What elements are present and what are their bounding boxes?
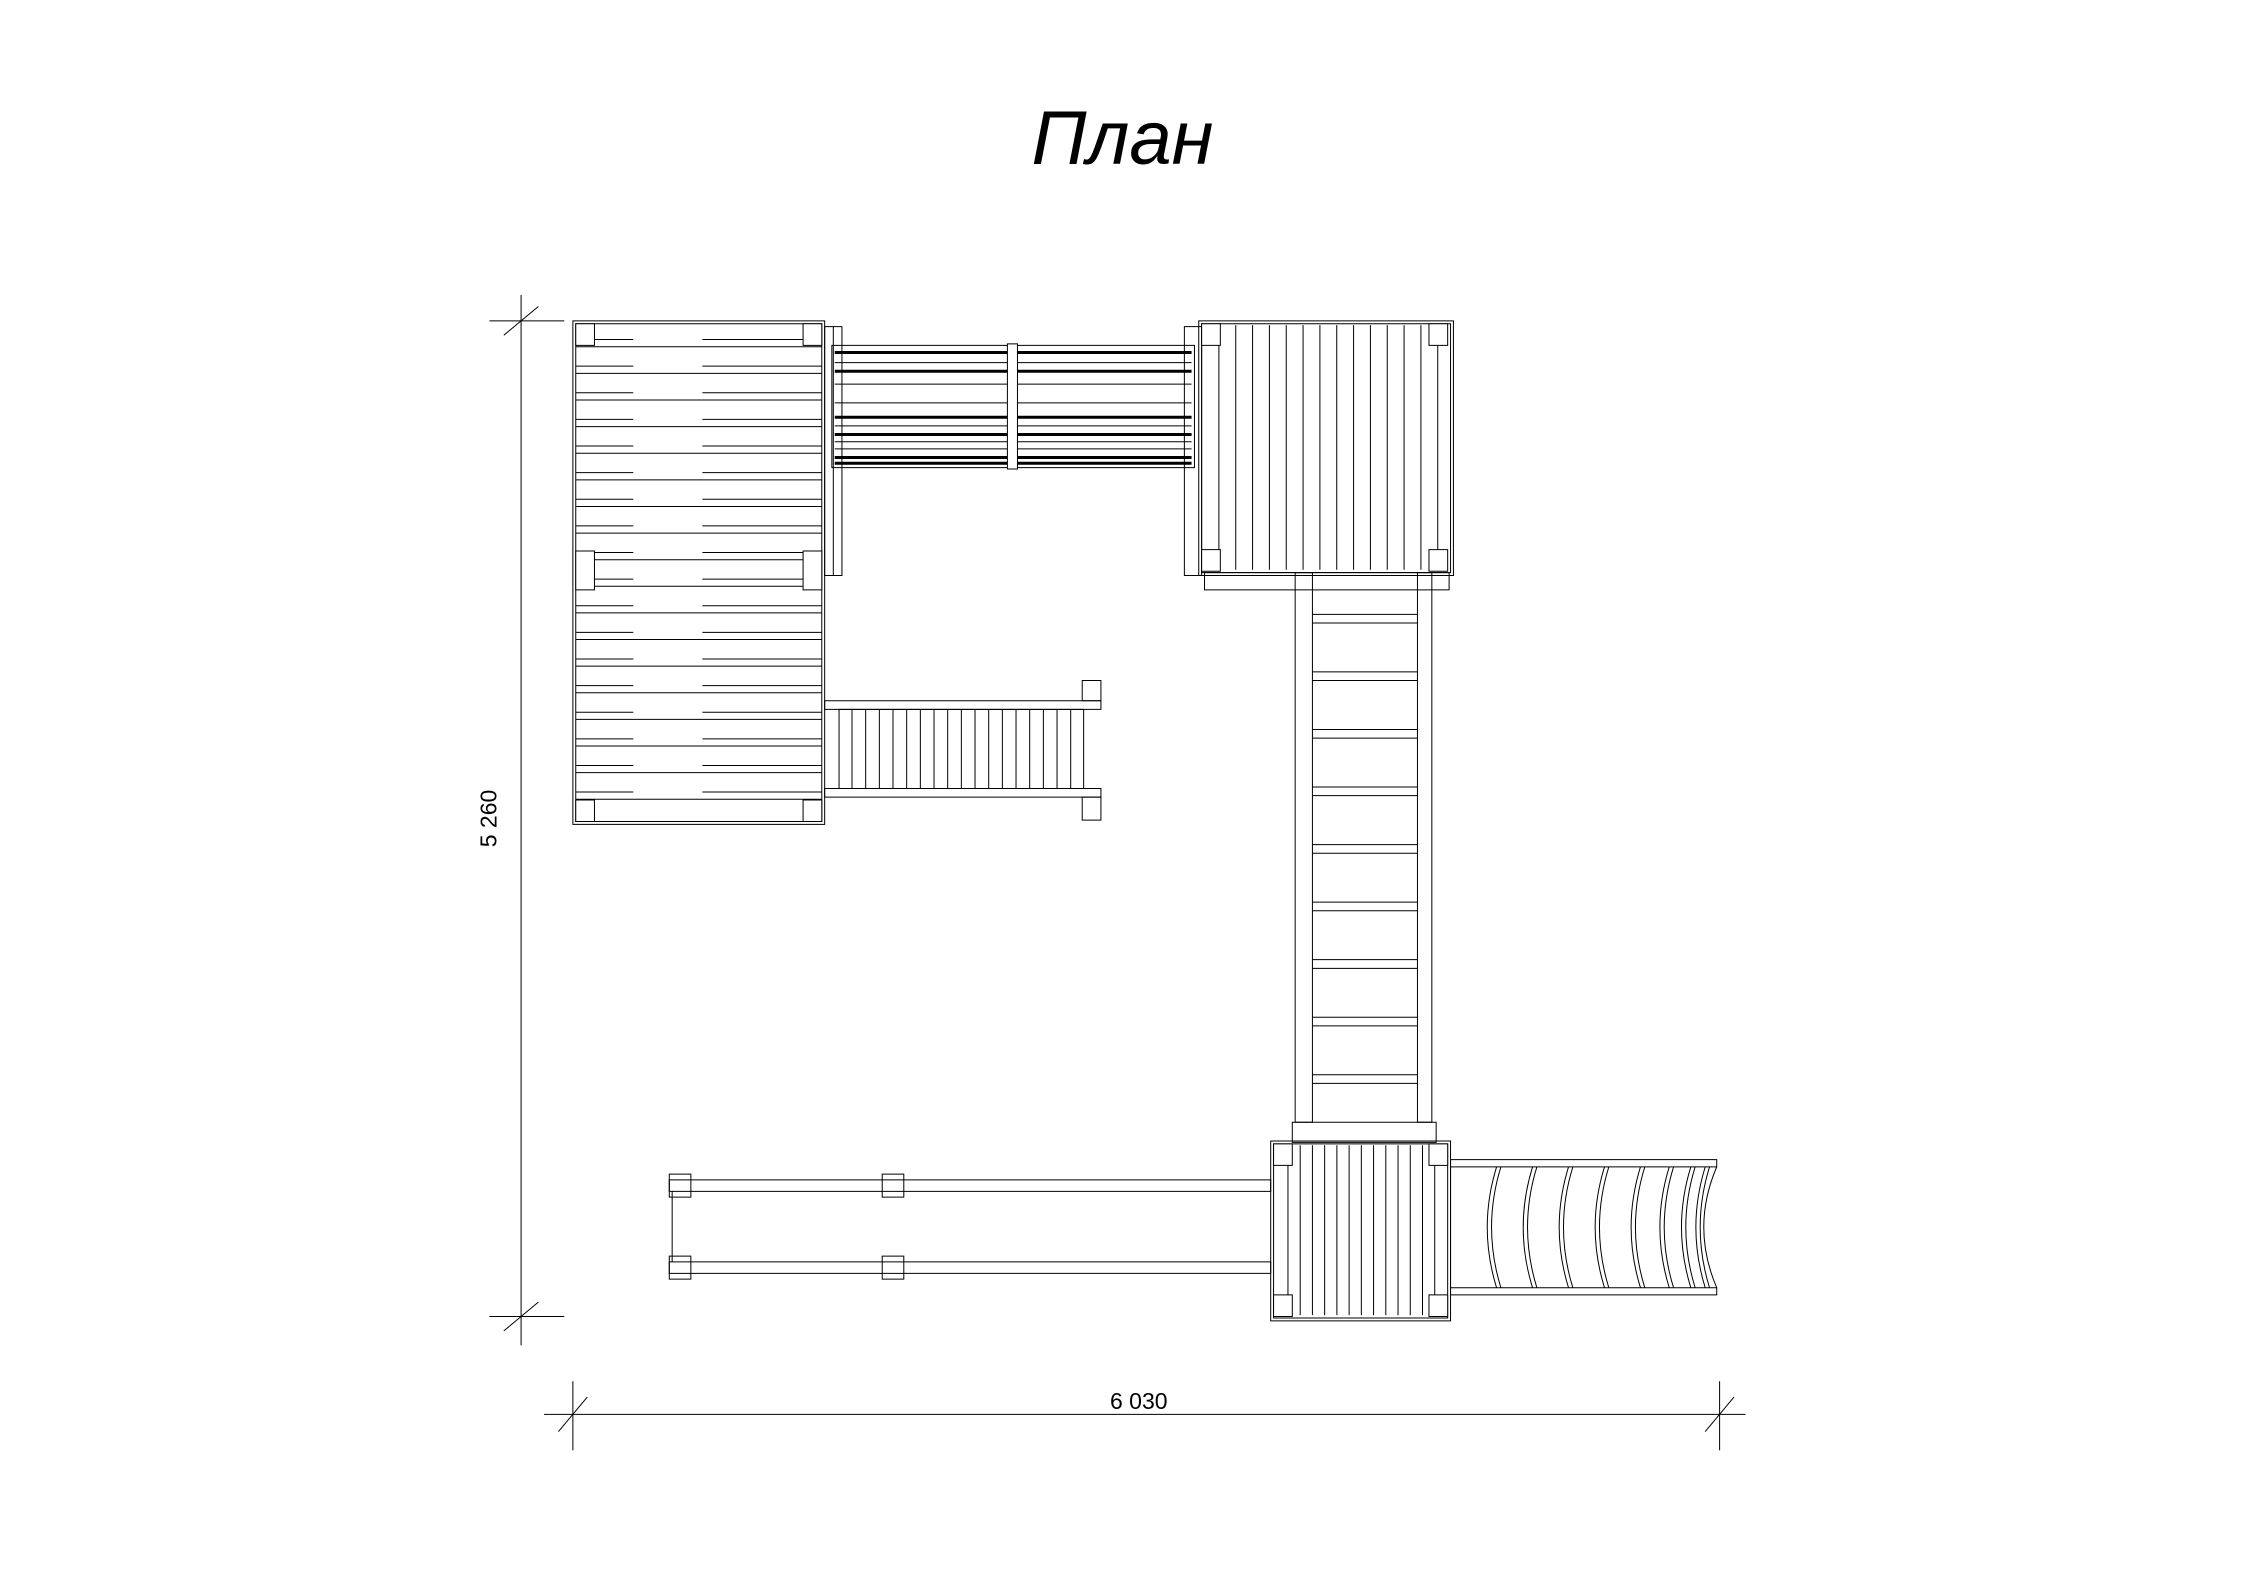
post <box>1429 550 1448 572</box>
post <box>576 800 595 822</box>
post <box>576 324 595 346</box>
slide-curve <box>1528 1167 1537 1288</box>
left-platform <box>573 321 825 825</box>
post <box>1274 1295 1293 1317</box>
tower-platform <box>1184 321 1453 590</box>
slide-curve <box>1563 1167 1572 1288</box>
bridge-center-post <box>1007 344 1017 469</box>
post <box>803 551 822 590</box>
lower-platform <box>1271 1122 1451 1321</box>
slide-curve <box>1700 1167 1709 1288</box>
slide-curve <box>1681 1167 1690 1288</box>
left-platform-rail <box>825 327 842 576</box>
slide-curve <box>1631 1167 1640 1288</box>
height-dimension-line <box>489 295 564 1345</box>
ladder <box>1295 573 1432 1123</box>
post <box>1202 324 1221 346</box>
slide-curve <box>1660 1167 1669 1288</box>
side-stairs <box>825 681 1101 821</box>
slide-curve <box>1635 1167 1644 1288</box>
post <box>1202 550 1221 572</box>
slide <box>1451 1160 1717 1295</box>
slide-curve <box>1487 1167 1496 1288</box>
slide-curve <box>1559 1167 1568 1288</box>
post <box>1274 1144 1293 1166</box>
balance-beams <box>669 1174 1270 1279</box>
post <box>1429 1295 1448 1317</box>
post <box>803 800 822 822</box>
slide-curve <box>1492 1167 1501 1288</box>
slide-curve <box>1595 1167 1604 1288</box>
slide-exit-edge <box>1704 1167 1717 1288</box>
post <box>803 324 822 346</box>
post <box>576 551 595 590</box>
post <box>1429 324 1448 346</box>
width-dimension-label: 6 030 <box>1110 1388 1168 1414</box>
slide-curve <box>1523 1167 1532 1288</box>
slide-curve <box>1664 1167 1673 1288</box>
slide-curve <box>1686 1167 1695 1288</box>
slide-curve <box>1696 1167 1705 1288</box>
post <box>1429 1144 1448 1166</box>
drawing-title: План <box>1031 96 1214 181</box>
slide-curve <box>1599 1167 1608 1288</box>
width-dimension-line <box>544 1381 1745 1450</box>
